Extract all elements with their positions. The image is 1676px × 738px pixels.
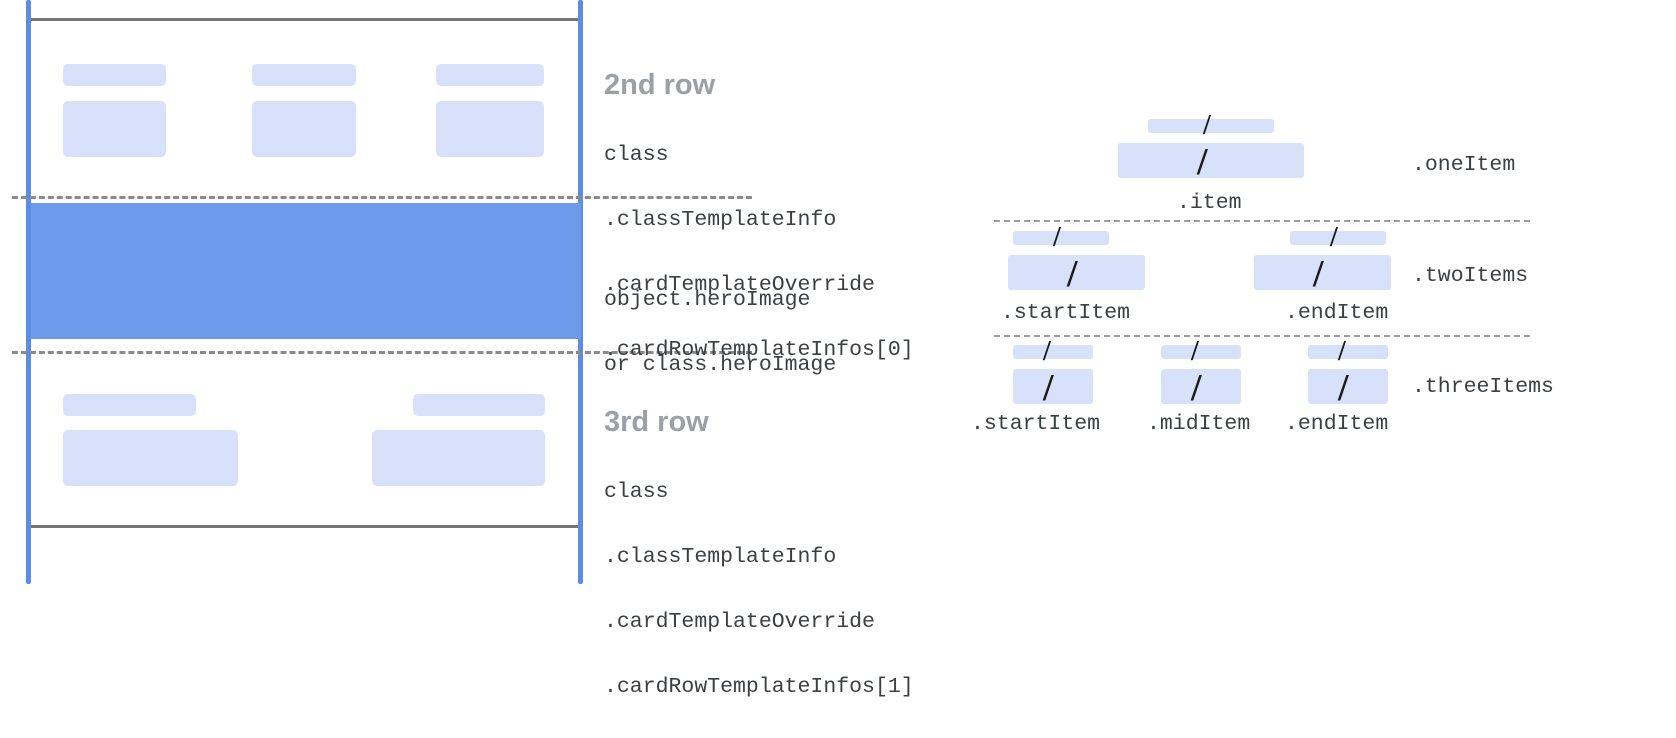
one-item-small-bar <box>1148 119 1274 133</box>
hero-code-line-1: object.heroImage <box>604 288 811 312</box>
three-items-start-small-slash: / <box>1043 336 1051 367</box>
divider-below-hero <box>12 351 752 354</box>
second-row-title: 2nd row <box>604 69 716 101</box>
three-items-end-big-bar <box>1308 369 1388 404</box>
group-label-two-items: .twoItems <box>1412 264 1529 288</box>
three-items-end-small-bar <box>1308 345 1388 359</box>
hero-code-line-2: or class.heroImage <box>604 353 837 377</box>
card-bottom-edge <box>28 525 581 528</box>
two-items-end-big-bar <box>1254 255 1391 290</box>
third-row-code-line-2: .classTemplateInfo <box>604 545 837 569</box>
one-item-small-slash: / <box>1203 110 1211 141</box>
card-top-edge <box>28 18 581 21</box>
one-item-slot-label: .item <box>1177 191 1242 215</box>
three-items-mid-big-slash: / <box>1191 367 1202 409</box>
annotation-third-row: 3rd row class .classTemplateInfo .cardTe… <box>604 368 914 738</box>
two-items-end-big-slash: / <box>1313 253 1324 295</box>
second-row-cell-3-label-block <box>436 64 544 86</box>
third-row-code-line-1: class <box>604 480 669 504</box>
three-items-mid-big-bar <box>1161 369 1241 404</box>
one-item-big-slash: / <box>1197 141 1208 183</box>
third-row-code-line-4: .cardRowTemplateInfos[1] <box>604 675 914 699</box>
three-items-mid-small-slash: / <box>1191 336 1199 367</box>
group-label-three-items: .threeItems <box>1412 375 1554 399</box>
second-row-code-line-3: .cardTemplateOverride <box>604 273 875 297</box>
second-row-cell-1-value-block <box>63 101 166 157</box>
diagram-canvas: 2nd row class .classTemplateInfo .cardTe… <box>12 0 1554 699</box>
three-items-mid-small-bar <box>1161 345 1241 359</box>
divider-above-hero <box>12 196 752 199</box>
second-row-cell-2-value-block <box>252 101 356 157</box>
three-items-start-big-bar <box>1013 369 1093 404</box>
hero-image-block <box>31 203 581 339</box>
right-divider-two-three <box>994 335 1530 337</box>
card-left-guide-line <box>26 0 31 584</box>
third-row-cell-2-label-block <box>413 394 545 416</box>
third-row-cell-1-value-block <box>63 430 238 486</box>
third-row-title: 3rd row <box>604 406 709 438</box>
three-items-start-big-slash: / <box>1043 367 1054 409</box>
second-row-cell-2-label-block <box>252 64 356 86</box>
annotation-second-row: 2nd row class .classTemplateInfo .cardTe… <box>604 31 914 401</box>
two-items-end-label: .endItem <box>1285 301 1389 325</box>
three-items-start-label: .startItem <box>971 412 1101 436</box>
second-row-code-line-1: class <box>604 143 669 167</box>
two-items-start-big-bar <box>1008 255 1145 290</box>
second-row-code-line-2: .classTemplateInfo <box>604 208 837 232</box>
third-row-cell-1-label-block <box>63 394 196 416</box>
three-items-start-small-bar <box>1013 345 1093 359</box>
second-row-code-line-4: .cardRowTemplateInfos[0] <box>604 338 914 362</box>
three-items-end-small-slash: / <box>1338 336 1346 367</box>
annotation-hero-image: object.heroImage or class.heroImage <box>604 250 836 416</box>
group-label-one-item: .oneItem <box>1412 153 1516 177</box>
third-row-cell-2-value-block <box>372 430 545 486</box>
three-items-mid-label: .midItem <box>1147 412 1251 436</box>
two-items-start-small-slash: / <box>1053 222 1061 253</box>
card-frame <box>28 18 581 528</box>
two-items-start-label: .startItem <box>1001 301 1131 325</box>
three-items-end-label: .endItem <box>1285 412 1389 436</box>
one-item-big-bar <box>1118 143 1304 178</box>
two-items-start-small-bar <box>1013 231 1109 245</box>
third-row-code-line-3: .cardTemplateOverride <box>604 610 875 634</box>
two-items-start-big-slash: / <box>1067 253 1078 295</box>
two-items-end-small-bar <box>1290 231 1386 245</box>
three-items-end-big-slash: / <box>1338 367 1349 409</box>
two-items-end-small-slash: / <box>1330 222 1338 253</box>
second-row-cell-1-label-block <box>63 64 166 86</box>
second-row-cell-3-value-block <box>436 101 544 157</box>
right-divider-one-two <box>994 220 1530 222</box>
